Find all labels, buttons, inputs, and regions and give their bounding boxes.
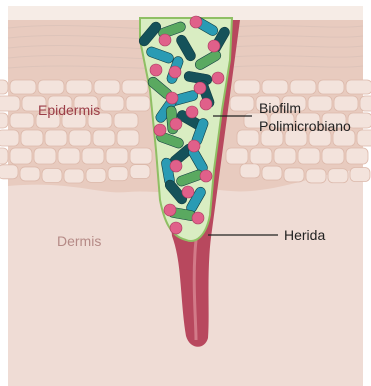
epidermis-cell bbox=[117, 130, 139, 146]
coccus-bacterium bbox=[154, 124, 166, 136]
epidermis-cell bbox=[10, 80, 36, 94]
epidermis-cell bbox=[0, 113, 8, 128]
epidermis-cell bbox=[66, 80, 92, 94]
epidermis-cell bbox=[86, 168, 106, 182]
epidermis-cell bbox=[308, 96, 332, 111]
epidermis-cell bbox=[230, 96, 254, 111]
epidermis-cell bbox=[130, 148, 152, 164]
epidermis-cell bbox=[94, 80, 120, 94]
epidermis-cell bbox=[360, 96, 371, 111]
epidermis-cell bbox=[240, 164, 260, 178]
epidermis-cell bbox=[318, 80, 344, 94]
epidermis-cell bbox=[130, 165, 150, 179]
epidermis-cell bbox=[350, 167, 370, 181]
epidermis-cell bbox=[114, 113, 138, 128]
epidermis-cell bbox=[108, 167, 128, 181]
epidermis-cell bbox=[357, 130, 371, 146]
epidermis-cell bbox=[274, 148, 296, 164]
epidermis-cell bbox=[0, 148, 8, 164]
epidermis-cell bbox=[234, 80, 260, 94]
epidermis-cell bbox=[306, 169, 326, 183]
coccus-bacterium bbox=[190, 16, 202, 28]
epidermis-cell bbox=[0, 80, 8, 94]
epidermis-cell bbox=[226, 148, 248, 164]
coccus-bacterium bbox=[186, 106, 198, 118]
epidermis-cell bbox=[334, 96, 358, 111]
coccus-bacterium bbox=[166, 92, 178, 104]
wound-label: Herida bbox=[284, 227, 325, 243]
epidermis-cell bbox=[106, 148, 128, 164]
epidermis-cell bbox=[38, 80, 64, 94]
epidermis-cell bbox=[0, 96, 20, 111]
coccus-bacterium bbox=[170, 118, 182, 130]
biofilm-label-line2: Polimicrobiano bbox=[259, 118, 351, 134]
coccus-bacterium bbox=[200, 170, 212, 182]
epidermis-cell bbox=[348, 113, 371, 128]
coccus-bacterium bbox=[150, 64, 162, 76]
epidermis-cell bbox=[82, 148, 104, 164]
coccus-bacterium bbox=[192, 212, 204, 224]
epidermis-cell bbox=[64, 169, 84, 183]
epidermis-cell bbox=[100, 96, 124, 111]
epidermis-cell bbox=[0, 130, 19, 146]
coccus-bacterium bbox=[170, 160, 182, 172]
epidermis-cell bbox=[122, 80, 148, 94]
dermis-label: Dermis bbox=[57, 233, 101, 249]
epidermis-cell bbox=[262, 80, 288, 94]
coccus-bacterium bbox=[159, 34, 171, 46]
epidermis-cell bbox=[346, 80, 371, 94]
epidermis-cell bbox=[69, 130, 91, 146]
coccus-bacterium bbox=[194, 82, 206, 94]
epidermis-cell bbox=[237, 130, 259, 146]
wound-channel-highlight bbox=[194, 240, 196, 340]
epidermis-cell bbox=[250, 148, 272, 164]
coccus-bacterium bbox=[188, 140, 200, 152]
epidermis-cell bbox=[328, 169, 348, 183]
epidermis-cell bbox=[346, 148, 368, 164]
coccus-bacterium bbox=[212, 72, 224, 84]
biofilm-label-line1: Biofilm bbox=[259, 100, 301, 116]
epidermis-cell bbox=[126, 96, 150, 111]
coccus-bacterium bbox=[200, 98, 212, 110]
coccus-bacterium bbox=[170, 222, 182, 234]
coccus-bacterium bbox=[208, 40, 220, 52]
epidermis-cell bbox=[10, 148, 32, 164]
epidermis-cell bbox=[45, 130, 67, 146]
coccus-bacterium bbox=[164, 204, 176, 216]
epidermis-label: Epidermis bbox=[38, 102, 100, 118]
epidermis-cell bbox=[290, 80, 316, 94]
epidermis-cell bbox=[262, 166, 282, 180]
epidermis-cell bbox=[0, 165, 18, 179]
epidermis-cell bbox=[298, 148, 320, 164]
epidermis-cell bbox=[21, 130, 43, 146]
epidermis-cell bbox=[20, 167, 40, 181]
epidermis-cell bbox=[322, 148, 344, 164]
epidermis-cell bbox=[42, 168, 62, 182]
epidermis-cell bbox=[93, 130, 115, 146]
coccus-bacterium bbox=[169, 66, 181, 78]
epidermis-cell bbox=[10, 113, 34, 128]
epidermis-cell bbox=[34, 148, 56, 164]
epidermis-cell bbox=[284, 168, 304, 182]
coccus-bacterium bbox=[182, 186, 194, 198]
epidermis-cell bbox=[58, 148, 80, 164]
